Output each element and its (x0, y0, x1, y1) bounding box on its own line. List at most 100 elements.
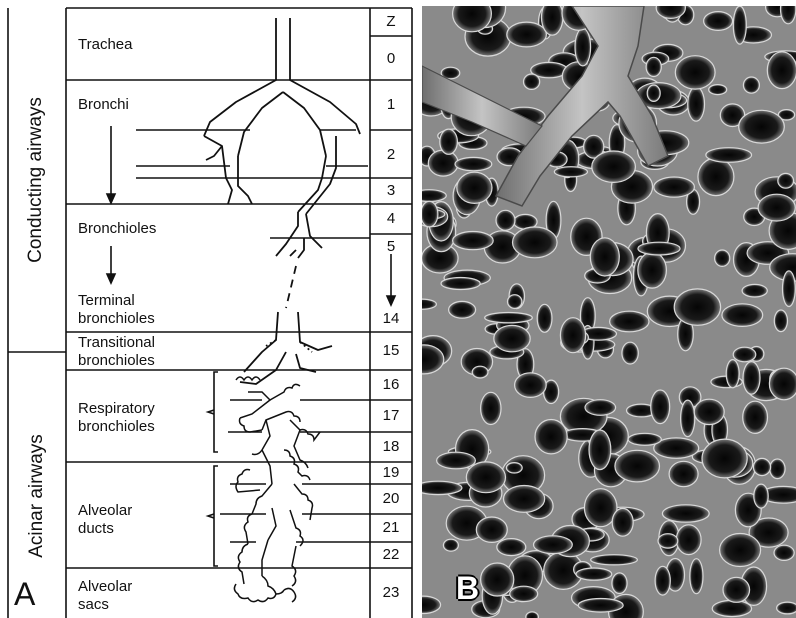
alveolus-opening (508, 295, 522, 309)
category-acinar-airways: Acinar airways (26, 426, 50, 566)
alveolus-opening (783, 271, 796, 307)
alveolus-opening (440, 129, 458, 154)
generation-number: 14 (370, 310, 412, 328)
label-respiratory-line1: Respiratory (78, 400, 155, 418)
alveolus-opening (590, 238, 619, 276)
alveolus-opening (774, 545, 794, 560)
generation-number: 22 (370, 546, 412, 564)
alveolus-opening (694, 399, 724, 424)
alveolus-opening (638, 252, 667, 288)
alveolus-opening (739, 110, 785, 143)
alveolus-opening (743, 362, 760, 395)
alveolus-opening (428, 150, 458, 176)
alveolus-opening (443, 539, 458, 551)
alveolus-opening (770, 459, 785, 479)
panel-letter-a: A (14, 578, 35, 610)
alveolus-opening (658, 534, 678, 548)
label-terminal-line2: bronchioles (78, 310, 155, 328)
label-bronchi: Bronchi (78, 96, 129, 114)
alveolus-opening (676, 525, 701, 555)
alveolus-opening (457, 172, 492, 203)
alveolus-opening (698, 158, 734, 196)
alveolus-opening (662, 505, 709, 522)
alveolus-opening (589, 430, 611, 470)
alveolus-opening (777, 602, 796, 614)
generation-number: 16 (370, 376, 412, 394)
alveolus-opening (513, 227, 558, 258)
alveolus-opening (453, 232, 494, 250)
alveolus-opening (742, 284, 767, 297)
alveolus-opening (591, 555, 638, 565)
label-alveolar-ducts-line1: Alveolar (78, 502, 132, 520)
alveolus-opening (638, 242, 680, 255)
generation-number: 3 (370, 182, 412, 200)
alveolus-opening (485, 313, 533, 323)
alveolus-opening (669, 461, 698, 486)
alveolus-opening (654, 177, 695, 197)
alveolus-opening (704, 12, 733, 31)
alveolus-opening (576, 568, 612, 580)
alveolus-opening (743, 401, 768, 433)
alveolus-opening (767, 52, 796, 89)
alveolus-opening (722, 304, 763, 327)
alveolus-opening (720, 534, 761, 567)
alveolus-opening (504, 486, 545, 513)
alveolus-opening (733, 347, 756, 362)
alveolus-opening (526, 612, 539, 618)
alveolus-opening (646, 57, 661, 76)
alveolus-opening (647, 85, 660, 101)
alveolus-opening (506, 463, 522, 473)
alveolus-opening (476, 517, 507, 542)
alveolus-opening (524, 74, 540, 89)
alveolus-opening (441, 278, 480, 290)
electron-micrograph-image (422, 6, 796, 618)
alveolus-opening (674, 289, 720, 325)
alveolus-opening (449, 301, 476, 318)
generation-number: 18 (370, 438, 412, 456)
alveolus-opening (535, 420, 567, 454)
alveolus-opening (681, 400, 695, 437)
alveolus-opening (592, 151, 636, 182)
diagram-frame (0, 0, 414, 618)
alveolus-opening (554, 167, 587, 177)
zone-header: Z (370, 13, 412, 31)
panel-letter-b: B (456, 572, 479, 604)
alveolus-opening (610, 311, 649, 332)
generation-number: 1 (370, 96, 412, 114)
alveolus-opening (585, 400, 616, 416)
alveolus-opening (494, 325, 530, 351)
label-trachea: Trachea (78, 36, 132, 54)
alveolus-opening (723, 577, 750, 602)
alveolus-opening (481, 392, 501, 424)
alveolus-opening (481, 563, 514, 596)
alveolus-opening (578, 599, 623, 613)
alveolus-opening (537, 304, 552, 332)
generation-number: 5 (370, 238, 412, 256)
alveolar-micrograph-texture (422, 6, 796, 618)
alveolus-opening (622, 342, 638, 364)
alveolus-opening (688, 87, 705, 121)
alveolus-opening (690, 559, 703, 594)
airway-generation-diagram: Conducting airways Acinar airways Trache… (0, 0, 414, 618)
alveolus-opening (769, 368, 796, 400)
alveolus-opening (774, 310, 787, 332)
label-alveolar-ducts-line2: ducts (78, 520, 114, 538)
alveolus-opening (655, 566, 670, 595)
alveolus-opening (515, 373, 547, 398)
alveolus-opening (743, 77, 759, 93)
label-terminal-line1: Terminal (78, 292, 135, 310)
label-respiratory-line2: bronchioles (78, 418, 155, 436)
alveolus-opening (675, 56, 715, 89)
generation-number: 0 (370, 50, 412, 68)
generation-number: 21 (370, 519, 412, 537)
alveolus-opening (497, 539, 526, 556)
alveolus-opening (702, 439, 747, 478)
generation-number: 4 (370, 210, 412, 228)
alveolus-opening (422, 481, 462, 494)
label-bronchioles: Bronchioles (78, 220, 156, 238)
alveolus-opening (778, 173, 794, 188)
alveolus-opening (753, 458, 770, 475)
alveolus-opening (726, 360, 739, 388)
alveolus-opening (709, 85, 727, 95)
alveolus-opening (510, 586, 538, 601)
